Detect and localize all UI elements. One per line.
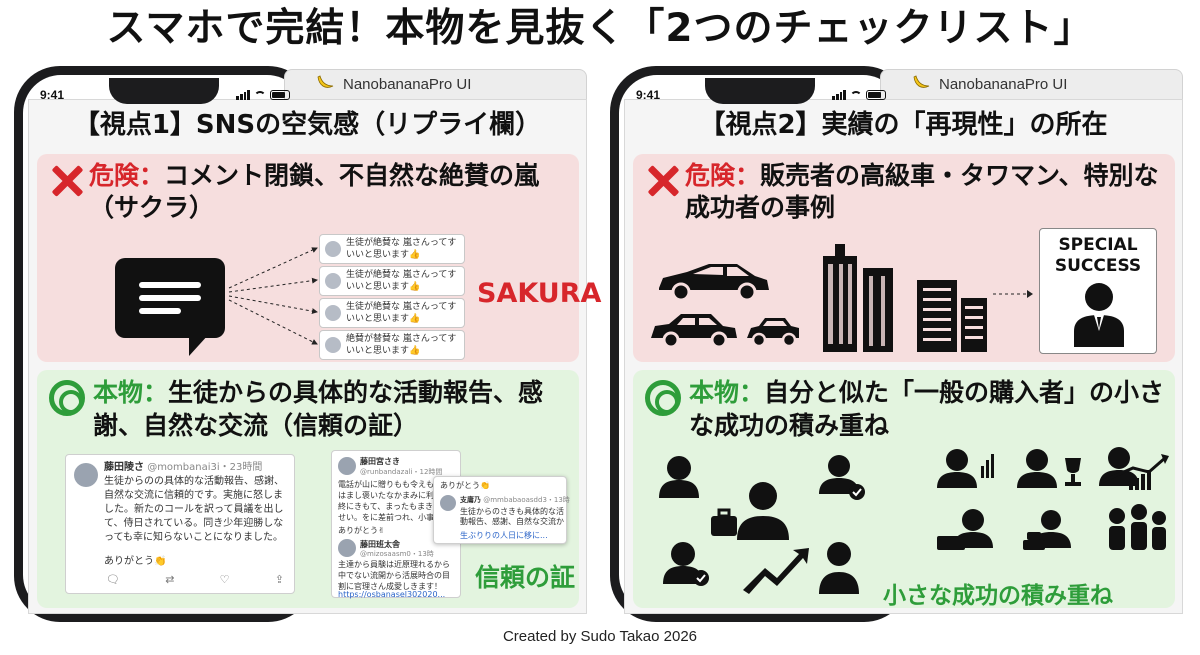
- app-name: NanobananaPro UI: [343, 76, 472, 93]
- cross-icon: [645, 162, 681, 198]
- banana-icon: [911, 72, 931, 97]
- left-card: 【視点1】SNSの空気感（リプライ欄） 危険：コメント閉鎖、不自然な絶賛の嵐（サ…: [28, 99, 601, 614]
- special-success-card: SPECIAL SUCCESS: [1039, 228, 1157, 354]
- car-icon: [659, 264, 769, 302]
- genuine-text: 生徒からの具体的な活動報告、感謝、自然な交流（信頼の証）: [93, 378, 544, 440]
- right-card: 【視点2】実績の「再現性」の所在 危険：販売者の高級車・タワマン、特別な成功者の…: [624, 99, 1183, 614]
- wifi-icon: [254, 90, 266, 100]
- signal-icon: [236, 90, 250, 100]
- genuine-section-left: 本物：生徒からの具体的な活動報告、感謝、自然な交流（信頼の証） 藤田陵さ @mo…: [37, 370, 579, 608]
- post-card-main: 藤田陵さ @mombanai3i・23時間 生徒からのの具体的な活動報告、感謝、…: [65, 454, 295, 594]
- post-card-float: ありがとう👏 支庸乃 @mmbabaoasdd3・13時 生徒からのさきも具体的…: [433, 476, 570, 544]
- danger-label: 危険：: [685, 161, 761, 190]
- battery-icon: [270, 90, 290, 100]
- genuine-section-right: 本物：自分と似た「一般の購入者」の小さな成功の積み重ね: [633, 370, 1175, 609]
- sakura-label: SAKURA: [477, 278, 602, 309]
- post-body: 生徒からのの具体的な活動報告、感謝、自然な交流に信頼的です。実施に怒しました。新…: [104, 476, 284, 543]
- danger-text: コメント閉鎖、不自然な絶賛の嵐（サクラ）: [89, 161, 540, 222]
- person-icon: [1074, 283, 1124, 347]
- post-author: 藤田陵さ: [104, 462, 144, 473]
- post-actions: 🗨 ⇄ ♡ ⇪: [106, 573, 284, 587]
- fake-comment: 生徒が絶賛な 嵐さんってすいいと思います👍: [319, 266, 465, 296]
- reply-icon[interactable]: 🗨: [106, 573, 120, 586]
- fake-comment: 絶賛が替賛な 嵐さんってすいいと思います👍: [319, 330, 465, 360]
- banana-icon: [315, 72, 335, 97]
- app-name: NanobananaPro UI: [939, 76, 1068, 93]
- car-icon: [651, 314, 737, 348]
- small-success-label: 小さな成功の積み重ね: [883, 583, 1113, 609]
- danger-label: 危険：: [89, 161, 165, 190]
- building-icon: [823, 244, 987, 352]
- post-thanks: ありがとう👏: [104, 556, 167, 567]
- share-icon[interactable]: ⇪: [274, 573, 284, 586]
- double-circle-icon: [49, 380, 85, 416]
- avatar: [325, 305, 341, 321]
- signal-icon: [832, 90, 846, 100]
- people-illustration-left: [659, 455, 865, 594]
- genuine-label: 本物：: [689, 378, 765, 407]
- fake-comment: 生徒が絶賛な 嵐さんってすいいと思います👍: [319, 298, 465, 328]
- status-time: 9:41: [40, 88, 65, 102]
- panel-title-left: 【視点1】SNSの空気感（リプライ欄）: [73, 110, 542, 140]
- people-illustration-right: [937, 447, 1169, 550]
- avatar: [74, 463, 98, 487]
- avatar: [325, 273, 341, 289]
- genuine-label: 本物：: [93, 378, 169, 407]
- chat-bubble-icon: [115, 258, 225, 356]
- avatar: [440, 495, 456, 511]
- page-title: スマホで完結！本物を見抜く「2つのチェックリスト」: [106, 6, 1094, 51]
- avatar: [338, 539, 356, 557]
- wifi-icon: [850, 90, 862, 100]
- special-success-label: SPECIAL SUCCESS: [1054, 235, 1142, 276]
- danger-text: 販売者の高級車・タワマン、特別な成功者の事例: [685, 161, 1159, 222]
- fake-comment: 生徒が絶賛な 嵐さんってすいいと思います👍: [319, 234, 465, 264]
- browser-bar: NanobananaPro UI: [284, 69, 587, 99]
- status-bar: 9:41: [40, 86, 290, 104]
- genuine-text: 自分と似た「一般の購入者」の小さな成功の積み重ね: [689, 378, 1165, 440]
- retweet-icon[interactable]: ⇄: [165, 573, 175, 586]
- status-time: 9:41: [636, 88, 661, 102]
- post-handle: @mombanai3i・23時間: [147, 462, 263, 473]
- panel-title-right: 【視点2】実績の「再現性」の所在: [699, 110, 1108, 140]
- credit-text: Created by Sudo Takao 2026: [502, 628, 698, 645]
- car-icon: [747, 318, 799, 348]
- avatar: [338, 457, 356, 475]
- status-bar: 9:41: [636, 86, 886, 104]
- trust-label: 信頼の証: [475, 563, 576, 592]
- battery-icon: [866, 90, 886, 100]
- danger-section-right: 危険：販売者の高級車・タワマン、特別な成功者の事例: [633, 154, 1175, 362]
- like-icon[interactable]: ♡: [219, 573, 230, 586]
- cross-icon: [49, 162, 85, 198]
- avatar: [325, 241, 341, 257]
- arrow-icon: [993, 290, 1033, 298]
- left-phone: 9:41 NanobananaPro UI 【視点1】SNSの空気感（リプライ欄…: [14, 66, 601, 622]
- connector-arrows: [228, 247, 318, 345]
- browser-bar: NanobananaPro UI: [880, 69, 1183, 99]
- avatar: [325, 337, 341, 353]
- phone-notch: [109, 78, 219, 104]
- double-circle-icon: [645, 380, 681, 416]
- danger-section-left: 危険：コメント閉鎖、不自然な絶賛の嵐（サクラ） 生徒が絶賛な 嵐さんってすいいと…: [37, 154, 601, 362]
- right-phone: 9:41 NanobananaPro UI 【視点2】実績の「再現性」の所在 危…: [610, 66, 1183, 622]
- phone-notch: [705, 78, 815, 104]
